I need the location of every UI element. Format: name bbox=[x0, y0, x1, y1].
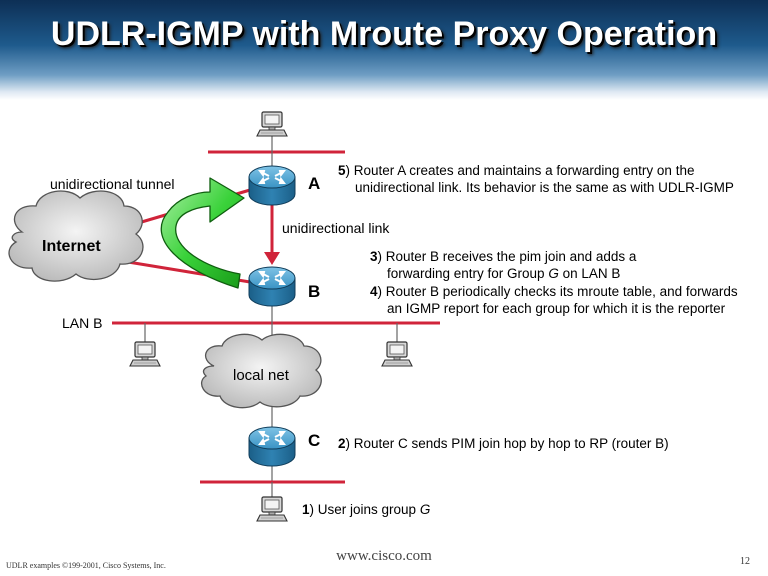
step-3-line-1: 3) Router B receives the pim join and ad… bbox=[370, 249, 637, 264]
step-2-line-1: 2) Router C sends PIM join hop by hop to… bbox=[338, 436, 669, 451]
unidirectional-tunnel-arrow bbox=[160, 177, 245, 289]
label-router-c: C bbox=[308, 431, 321, 450]
unidirectional-link-arrow bbox=[264, 204, 280, 265]
local-net-cloud bbox=[201, 333, 322, 409]
footer-url: www.cisco.com bbox=[336, 548, 432, 564]
step-5-line-1: 5) Router A creates and maintains a forw… bbox=[338, 163, 695, 178]
footer-copyright: UDLR examples ©199-2001, Cisco Systems, … bbox=[6, 561, 166, 570]
router-b-icon bbox=[248, 266, 296, 307]
internet-cloud bbox=[8, 190, 144, 282]
step-4-line-1: 4) Router B periodically checks its mrou… bbox=[370, 284, 738, 299]
pc-lan-b-left-icon bbox=[129, 341, 161, 367]
router-a-icon bbox=[248, 165, 296, 206]
pc-lan-b-right-icon bbox=[381, 341, 413, 367]
label-lan-b: LAN B bbox=[62, 315, 103, 331]
label-unidirectional-tunnel: unidirectional tunnel bbox=[50, 176, 175, 192]
title-banner bbox=[0, 0, 768, 100]
router-c-icon bbox=[248, 426, 296, 467]
label-local-net: local net bbox=[233, 367, 289, 384]
label-router-b: B bbox=[308, 282, 321, 301]
slide-title: UDLR-IGMP with Mroute Proxy Operation bbox=[50, 15, 718, 53]
step-4-line-2: an IGMP report for each group for which … bbox=[387, 301, 726, 316]
step-5-line-2: unidirectional link. Its behavior is the… bbox=[355, 180, 734, 195]
label-internet: Internet bbox=[42, 238, 101, 255]
pc-user-icon bbox=[256, 496, 288, 522]
label-unidirectional-link: unidirectional link bbox=[282, 220, 390, 236]
step-3-line-2: forwarding entry for Group G on LAN B bbox=[387, 266, 621, 281]
step-1-line-1: 1) User joins group G bbox=[302, 502, 431, 517]
page-number: 12 bbox=[740, 556, 750, 567]
pc-top-icon bbox=[256, 111, 288, 137]
label-router-a: A bbox=[308, 174, 321, 193]
